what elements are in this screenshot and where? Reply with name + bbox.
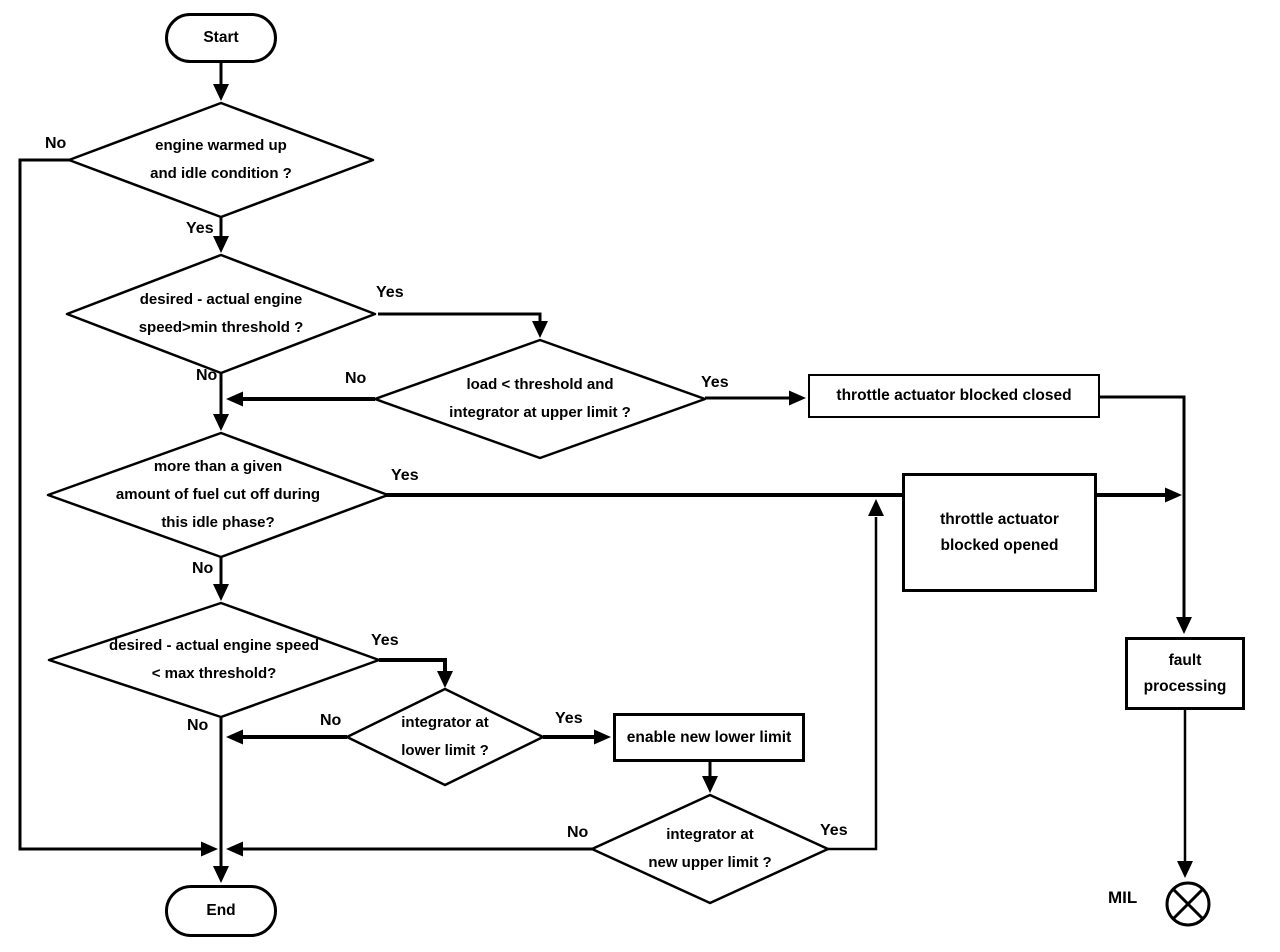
edge-label-speed-max-no: No <box>187 717 209 734</box>
mil-label: MIL <box>1108 888 1138 907</box>
process-label-line: fault <box>1168 651 1202 669</box>
decision-speed-min-shape <box>65 253 377 375</box>
end-label: End <box>206 902 236 919</box>
decision-integrator-new-upper-shape <box>590 793 830 905</box>
edge-label-load-yes: Yes <box>701 374 729 391</box>
end-terminal: End <box>165 885 277 937</box>
edge-label-lower-yes: Yes <box>555 710 583 727</box>
edge-label-new-upper-yes: Yes <box>820 822 848 839</box>
process-label-line: processing <box>1143 677 1227 695</box>
decision-integrator-lower-shape <box>345 687 545 787</box>
edge-label-fuel-no: No <box>192 560 214 577</box>
process-enable-new-lower-limit: enable new lower limit <box>613 713 805 762</box>
process-throttle-blocked-opened: throttle actuator blocked opened <box>902 473 1097 592</box>
start-terminal: Start <box>165 13 277 63</box>
edge-label-lower-no: No <box>320 712 342 729</box>
process-fault-processing: fault processing <box>1125 637 1245 710</box>
mil-indicator <box>1165 881 1211 927</box>
decision-speed-max-shape <box>47 601 381 719</box>
edge-label-fuel-yes: Yes <box>391 467 419 484</box>
process-throttle-blocked-closed: throttle actuator blocked closed <box>808 374 1100 418</box>
edge-label-speed-max-yes: Yes <box>371 632 399 649</box>
process-label-line: blocked opened <box>940 536 1059 554</box>
decision-engine-warmed-shape <box>67 101 375 219</box>
decision-shapes <box>46 101 830 905</box>
edge-label-engine-warm-yes: Yes <box>186 220 214 237</box>
start-label: Start <box>203 29 239 46</box>
edge-label-load-no: No <box>345 370 367 387</box>
edge-label-speed-min-no: No <box>196 367 218 384</box>
process-label: throttle actuator blocked closed <box>836 387 1072 404</box>
decision-load-threshold-shape <box>373 338 707 460</box>
process-label: enable new lower limit <box>626 728 792 746</box>
decision-fuel-cutoff-shape <box>46 431 390 559</box>
edge-label-speed-min-yes: Yes <box>376 284 404 301</box>
edge-label-new-upper-no: No <box>567 824 589 841</box>
arrowheads <box>201 84 1193 883</box>
edge-label-engine-warm-no: No <box>45 135 67 152</box>
process-label-line: throttle actuator <box>940 510 1059 528</box>
